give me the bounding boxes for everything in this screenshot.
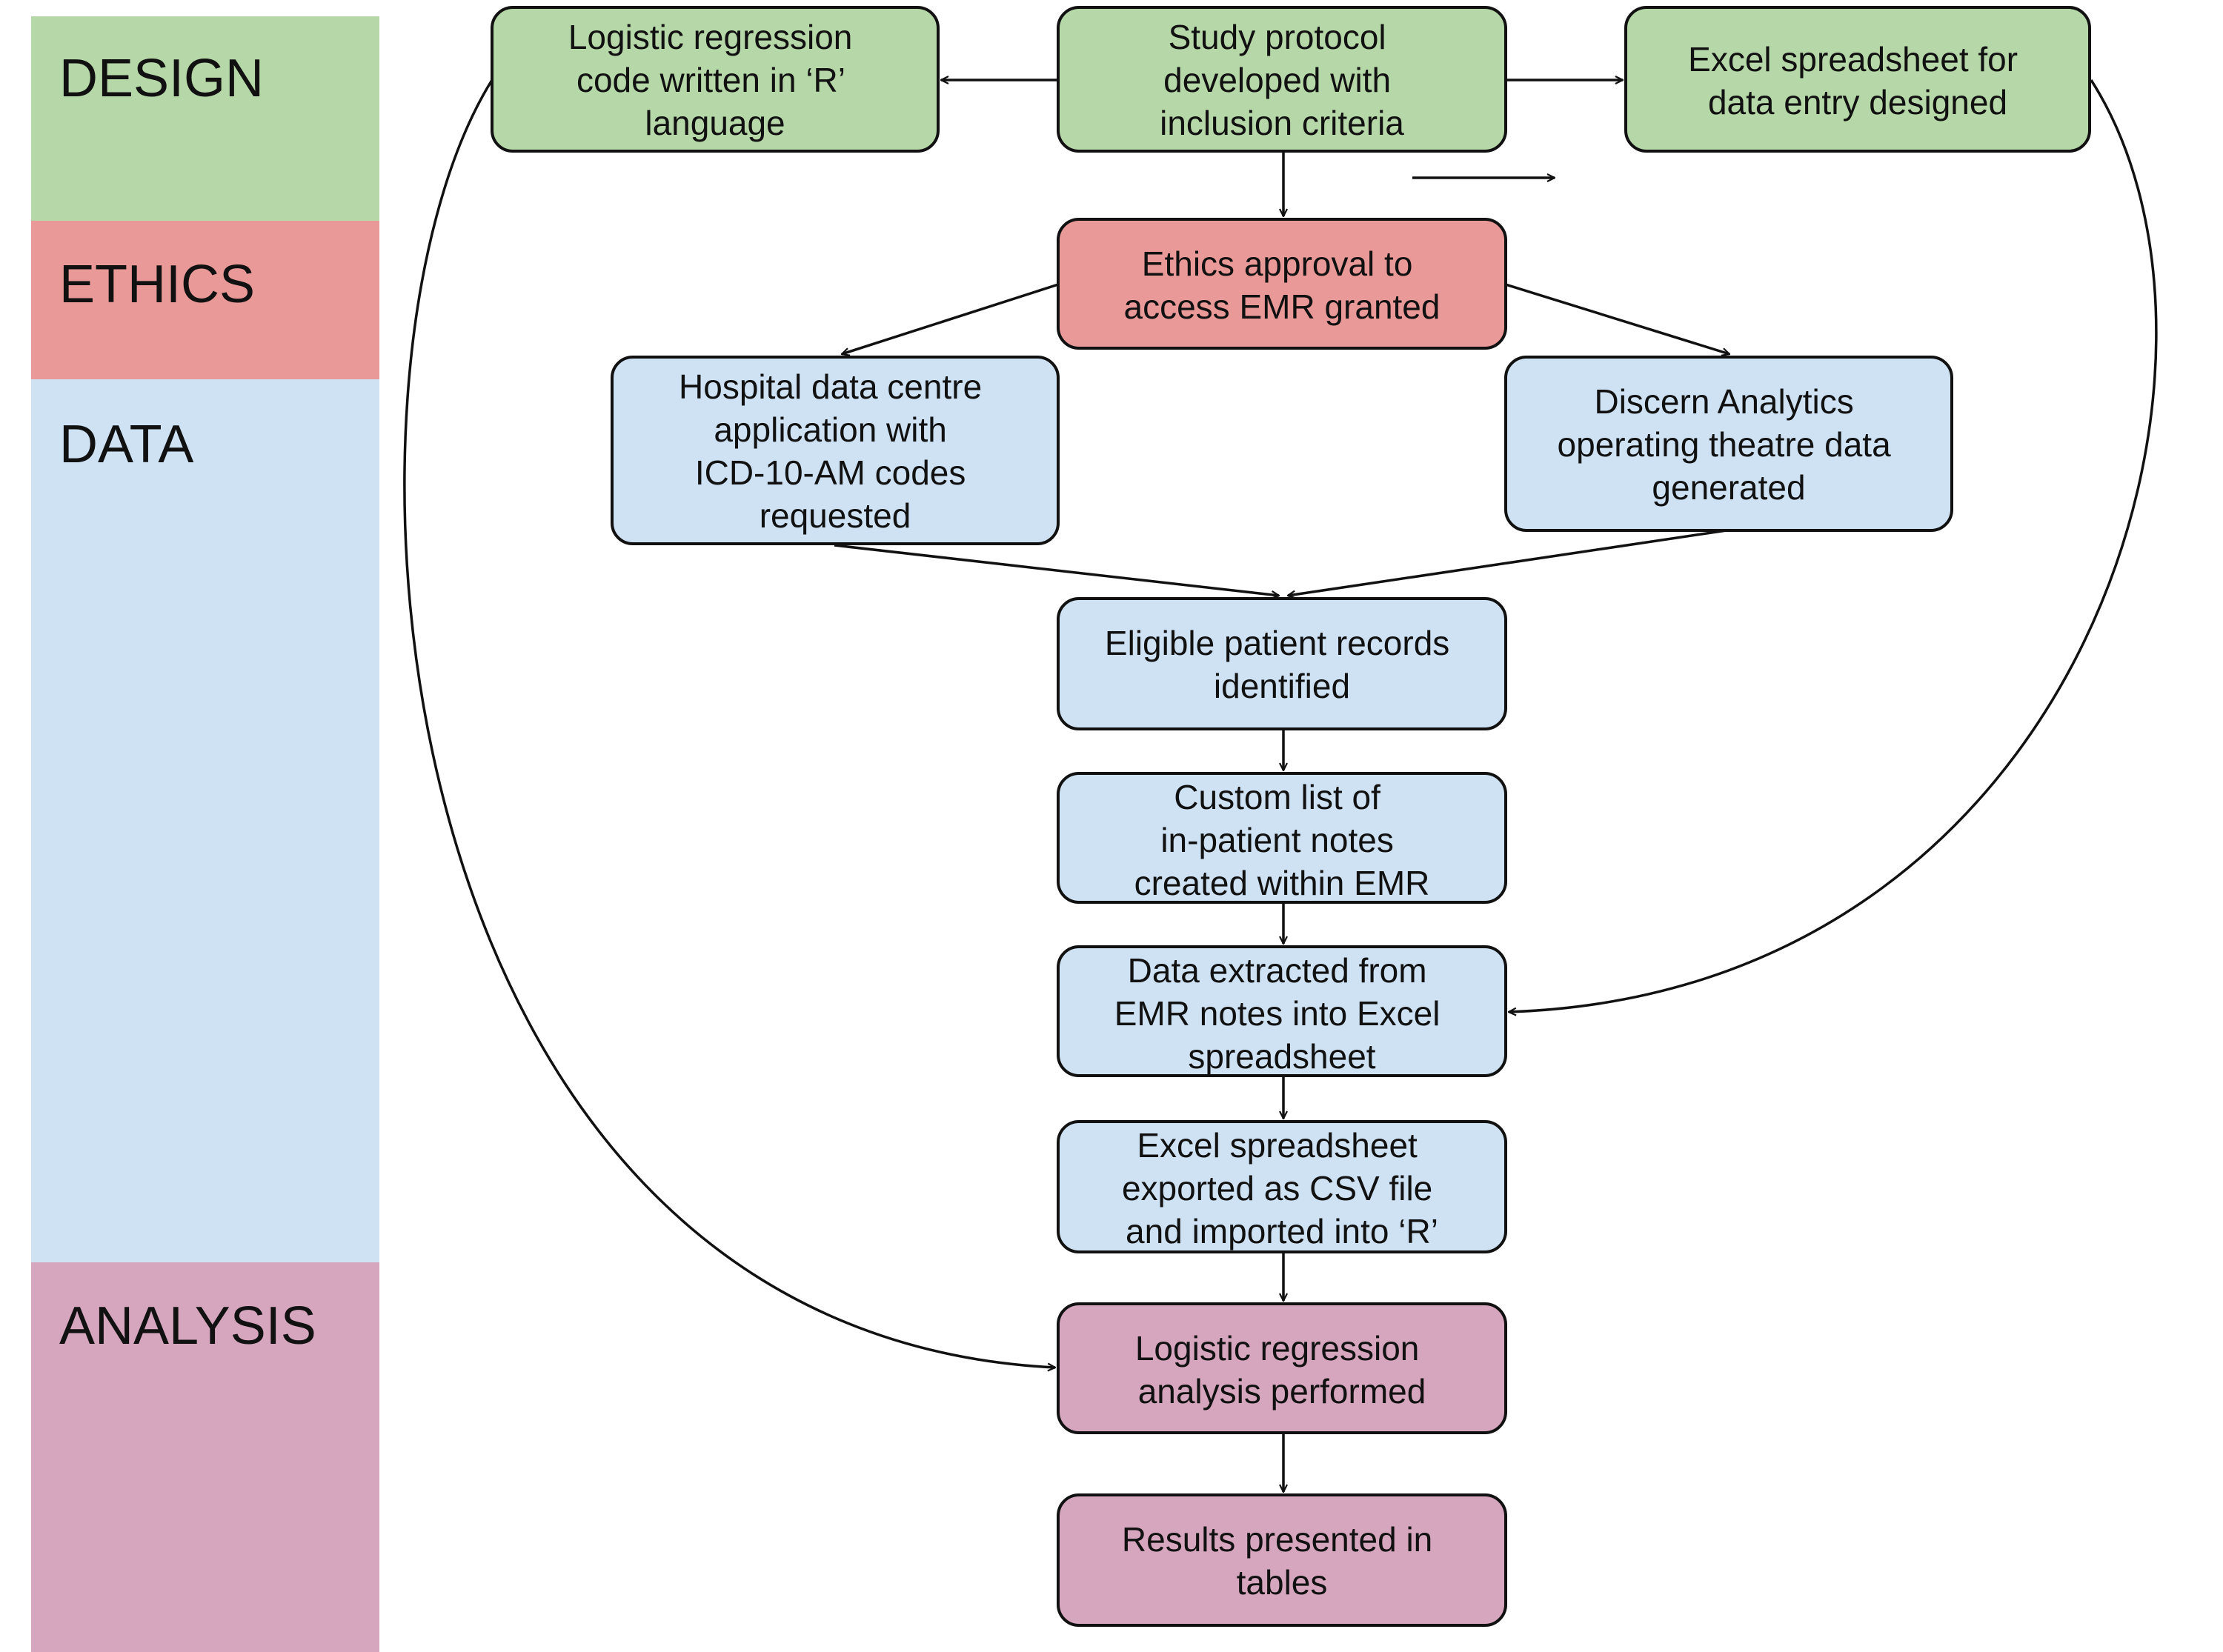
node-custom: Custom list of in-patient notes created …: [1057, 772, 1507, 904]
node-excel-design: Excel spreadsheet for data entry designe…: [1624, 6, 2091, 153]
node-protocol: Study protocol developed with inclusion …: [1057, 6, 1507, 153]
node-logreg-code: Logistic regression code written in ‘R’ …: [491, 6, 940, 153]
phase-bands: DESIGN ETHICS DATA ANALYSIS: [31, 16, 379, 1652]
band-ethics: [31, 221, 379, 379]
band-label-data: DATA: [59, 415, 193, 474]
node-exported: Excel spreadsheet exported as CSV file a…: [1057, 1120, 1507, 1253]
node-excel-design-text: Excel spreadsheet for data entry designe…: [1688, 40, 2027, 121]
node-analysis-text: Logistic regression analysis performed: [1135, 1329, 1429, 1410]
node-ethics: Ethics approval to access EMR granted: [1057, 218, 1507, 350]
band-label-design: DESIGN: [59, 49, 264, 108]
node-custom-text: Custom list of in-patient notes created …: [1134, 778, 1430, 902]
node-results-text: Results presented in tables: [1122, 1520, 1442, 1602]
edge-excel-design-to-extracted: [1509, 79, 2158, 1012]
edges: [403, 79, 2158, 1492]
band-data: [31, 379, 379, 1262]
band-analysis: [31, 1262, 379, 1652]
node-exported-text: Excel spreadsheet exported as CSV file a…: [1122, 1126, 1442, 1250]
node-hospital-text: Hospital data centre application with IC…: [679, 367, 991, 535]
node-discern-text: Discern Analytics operating theatre data…: [1558, 382, 1901, 507]
edge-hospital-to-eligible: [834, 544, 1279, 596]
nodes: Logistic regression code written in ‘R’ …: [491, 6, 2091, 1627]
band-label-analysis: ANALYSIS: [59, 1296, 316, 1356]
edge-ethics-to-hospital: [842, 283, 1059, 354]
node-analysis: Logistic regression analysis performed: [1057, 1302, 1507, 1434]
node-logreg-code-text: Logistic regression code written in ‘R’ …: [568, 18, 862, 142]
edge-logreg-code-to-analysis: [403, 79, 1055, 1368]
node-eligible-text: Eligible patient records identified: [1105, 624, 1459, 705]
band-label-ethics: ETHICS: [59, 255, 255, 314]
node-discern: Discern Analytics operating theatre data…: [1504, 356, 1953, 532]
node-protocol-text: Study protocol developed with inclusion …: [1160, 18, 1404, 142]
node-results: Results presented in tables: [1057, 1493, 1507, 1627]
edge-discern-to-eligible: [1288, 529, 1727, 596]
node-hospital: Hospital data centre application with IC…: [611, 356, 1060, 545]
node-extracted-text: Data extracted from EMR notes into Excel…: [1114, 951, 1450, 1076]
node-eligible: Eligible patient records identified: [1057, 597, 1507, 730]
edge-ethics-to-discern: [1505, 283, 1729, 354]
node-ethics-text: Ethics approval to access EMR granted: [1124, 244, 1441, 326]
band-design: [31, 16, 379, 221]
node-extracted: Data extracted from EMR notes into Excel…: [1057, 945, 1507, 1077]
